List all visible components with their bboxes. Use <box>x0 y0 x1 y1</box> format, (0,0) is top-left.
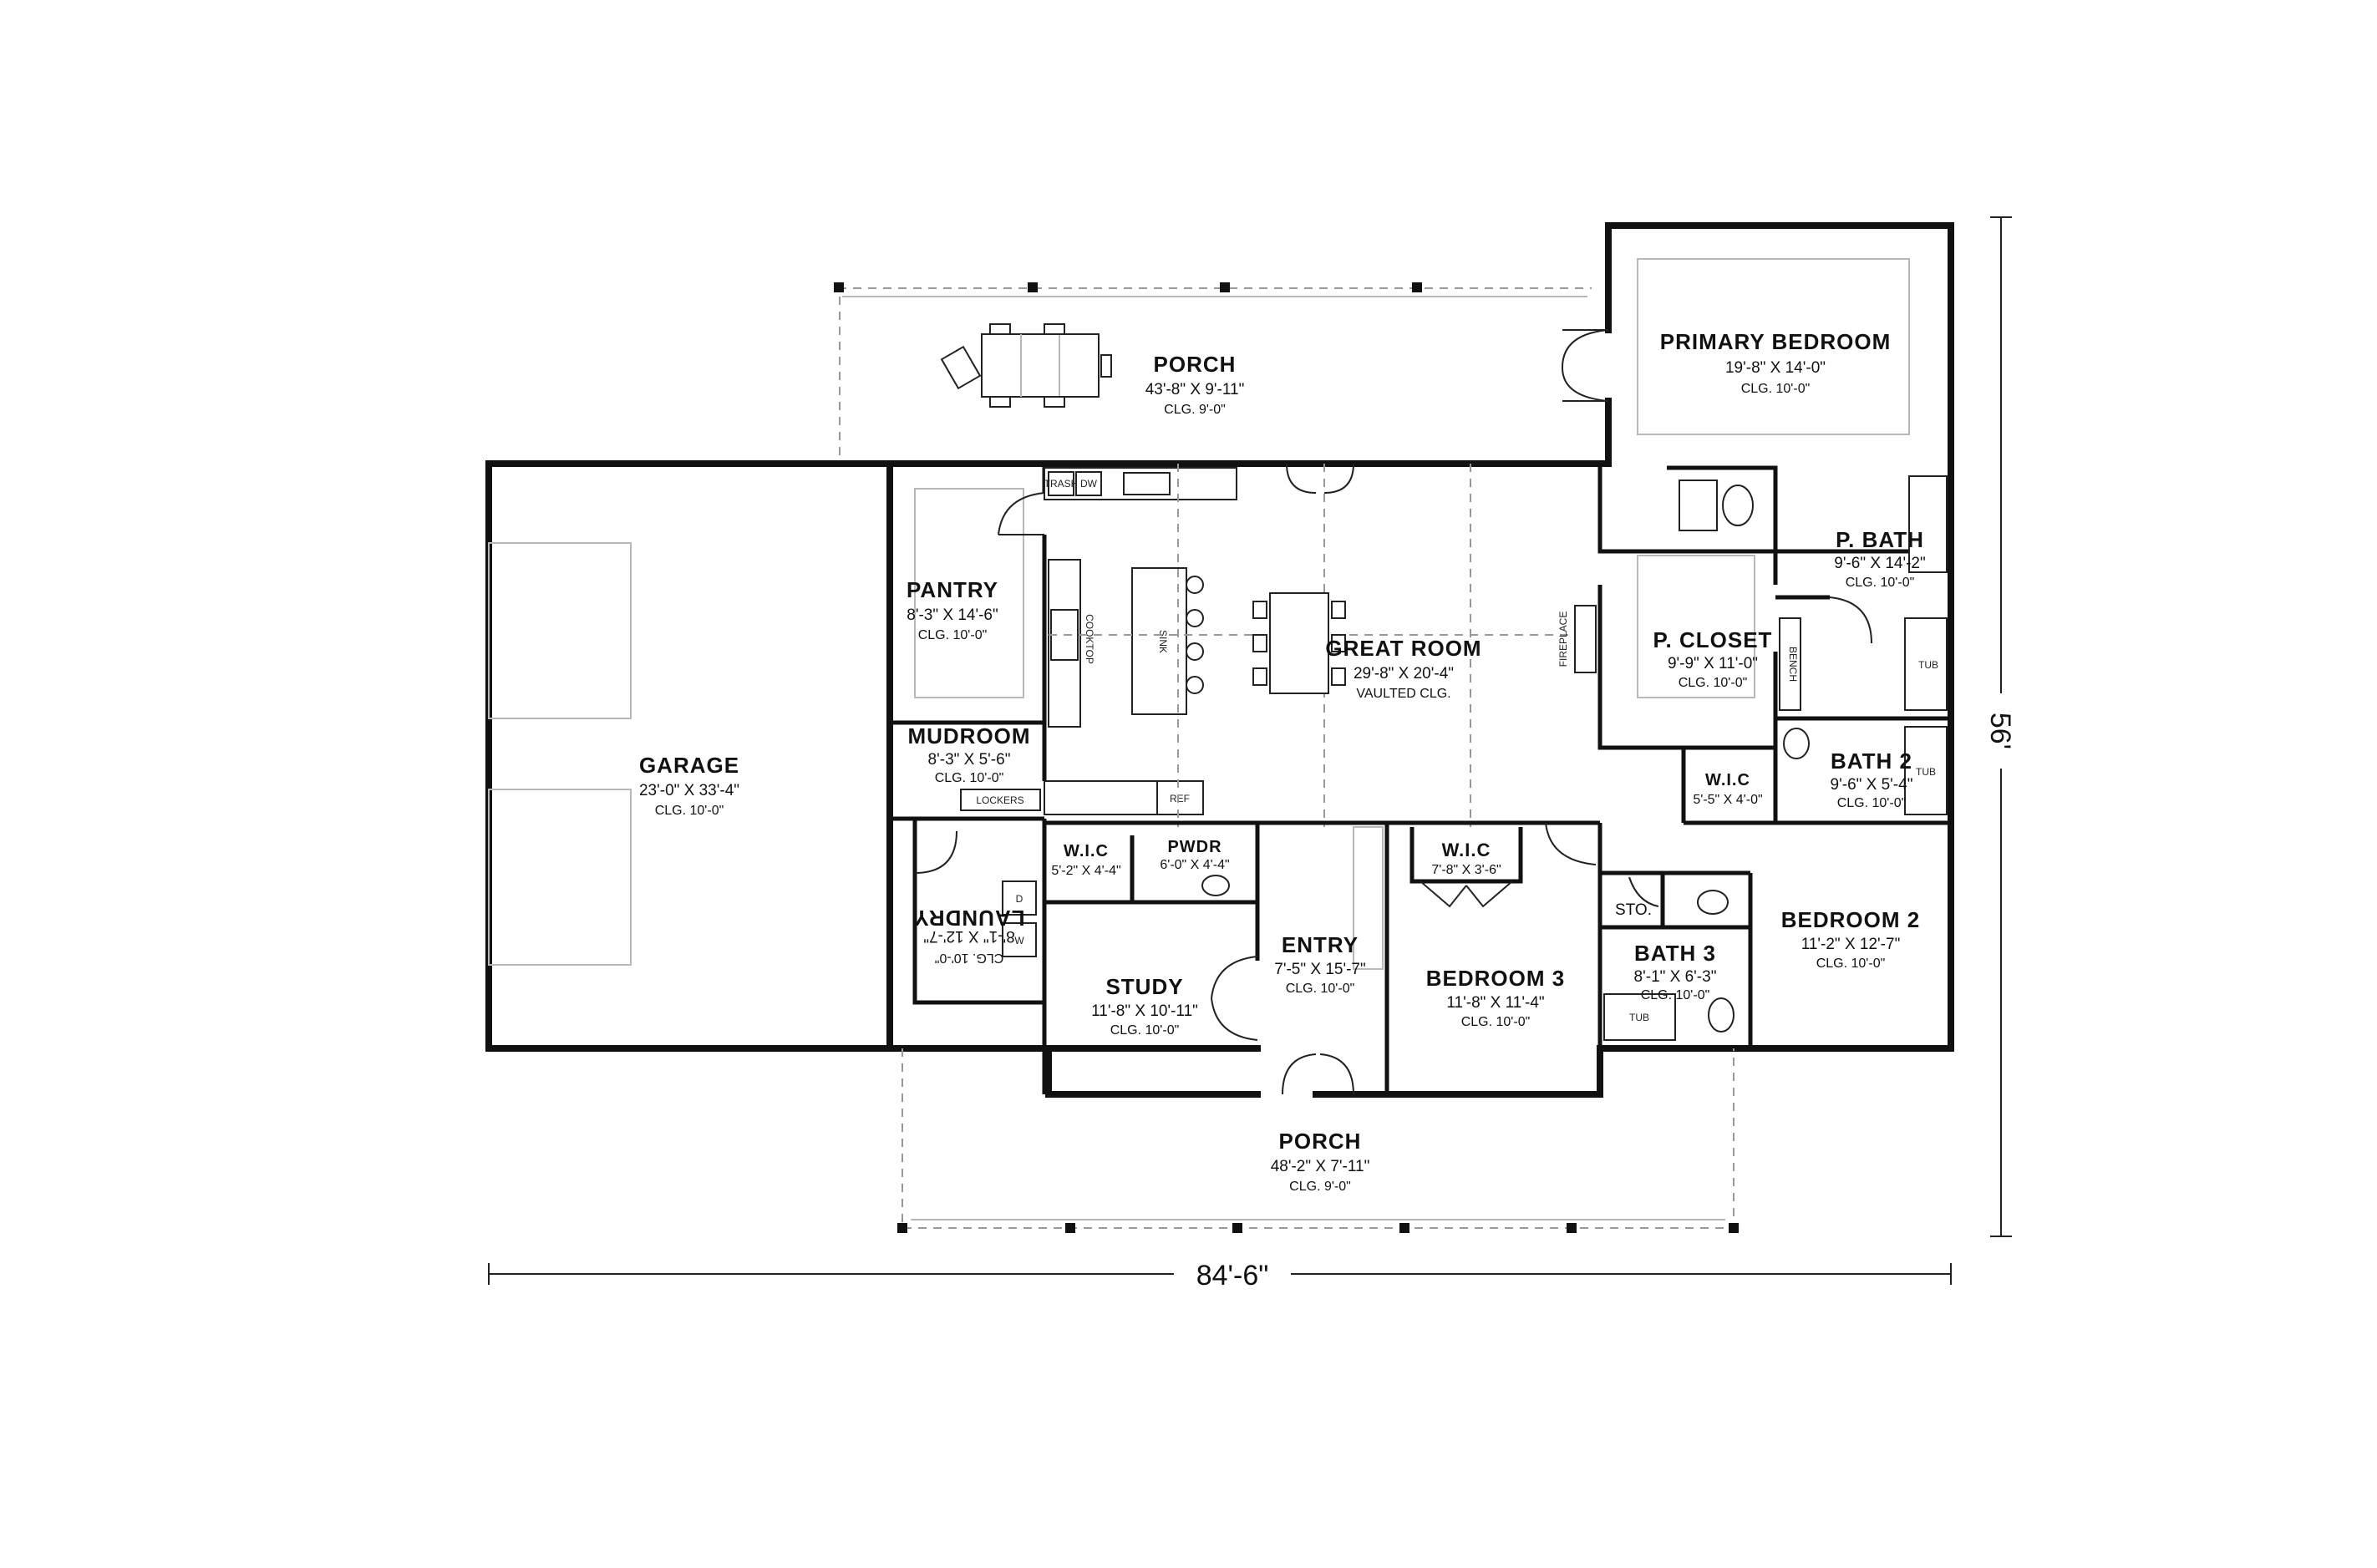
wic-bed3-name: W.I.C <box>1442 840 1491 860</box>
overall-depth-dimension: 56' <box>1984 216 2016 1237</box>
p-bath-name: P. BATH <box>1836 527 1924 552</box>
front-porch-dims: 48'-2" X 7'-11" <box>1271 1158 1370 1175</box>
sto-label: STO. <box>1615 901 1652 919</box>
entry: ENTRY 7'-5" X 15'-7" CLG. 10'-0" <box>1274 826 1384 1095</box>
cooktop-label: COOKTOP <box>1084 614 1095 664</box>
pwdr-dims: 6'-0" X 4'-4" <box>1160 858 1229 872</box>
tub-bath2-label: TUB <box>1916 766 1936 778</box>
garage-dims: 23'-0" X 33'-4" <box>639 782 739 799</box>
laundry: D W LAUNDRY 8'-1" X 12'-7" CLG. 10'-0" <box>912 819 1047 1005</box>
garage-clg: CLG. 10'-0" <box>655 804 724 818</box>
pantry-dims: 8'-3" X 14'-6" <box>907 606 998 624</box>
bedroom-2: BEDROOM 2 11'-2" X 12'-7" CLG. 10'-0" <box>1781 907 1920 971</box>
rear-porch-name: PORCH <box>1154 352 1237 377</box>
bedroom-3-name: BEDROOM 3 <box>1426 966 1565 991</box>
great-room-name: GREAT ROOM <box>1325 636 1481 661</box>
bedroom-2-name: BEDROOM 2 <box>1781 907 1920 932</box>
bench-label: BENCH <box>1787 647 1799 682</box>
dw-label: DW <box>1080 478 1098 490</box>
bedroom-3: W.I.C 7'-8" X 3'-6" BEDROOM 3 11'-8" X 1… <box>1409 827 1565 1029</box>
p-bath-dims: 9'-6" X 14'-2" <box>1834 555 1925 572</box>
entry-name: ENTRY <box>1282 932 1359 957</box>
p-closet-clg: CLG. 10'-0" <box>1679 676 1748 690</box>
rear-porch-dims: 43'-8" X 9'-11" <box>1145 381 1245 398</box>
p-bath-clg: CLG. 10'-0" <box>1846 576 1915 590</box>
tub-pbath-label: TUB <box>1918 659 1938 671</box>
wic-bed3-dims: 7'-8" X 3'-6" <box>1431 863 1501 877</box>
p-closet-dims: 9'-9" X 11'-0" <box>1668 655 1758 672</box>
wic-study-name: W.I.C <box>1064 842 1109 860</box>
great-room-clg: VAULTED CLG. <box>1356 687 1450 701</box>
mudroom: LOCKERS MUDROOM 8'-3" X 5'-6" CLG. 10'-0… <box>890 723 1047 821</box>
trash-label: TRASH <box>1044 478 1079 490</box>
bedroom-2-dims: 11'-2" X 12'-7" <box>1801 936 1901 953</box>
bath-2-dims: 9'-6" X 5'-4" <box>1831 776 1913 794</box>
lockers-label: LOCKERS <box>976 794 1023 806</box>
study-name: STUDY <box>1105 974 1183 999</box>
sink-label: SINK <box>1157 630 1169 653</box>
entry-dims: 7'-5" X 15'-7" <box>1274 961 1365 978</box>
overall-depth-label: 56' <box>1984 713 2016 749</box>
bedroom-3-clg: CLG. 10'-0" <box>1461 1015 1531 1029</box>
ref-label: REF <box>1170 793 1190 804</box>
tub-bath3-label: TUB <box>1629 1012 1649 1023</box>
mudroom-clg: CLG. 10'-0" <box>935 771 1004 785</box>
bath-3-clg: CLG. 10'-0" <box>1641 988 1710 1002</box>
study-clg: CLG. 10'-0" <box>1110 1023 1180 1038</box>
wic-bath2-dims: 5'-5" X 4'-0" <box>1693 793 1762 807</box>
washer-label: W <box>1014 935 1024 946</box>
primary-bedroom: PRIMARY BEDROOM 19'-8" X 14'-0" CLG. 10'… <box>1562 222 1954 471</box>
bath-3-dims: 8'-1" X 6'-3" <box>1634 968 1717 986</box>
front-porch-clg: CLG. 9'-0" <box>1289 1180 1351 1194</box>
front-porch: PORCH 48'-2" X 7'-11" CLG. 9'-0" <box>897 1048 1739 1233</box>
dryer-label: D <box>1016 893 1023 905</box>
south-wing-walls <box>1042 820 1753 1094</box>
primary-bedroom-dims: 19'-8" X 14'-0" <box>1725 359 1826 377</box>
laundry-clg: CLG. 10'-0" <box>935 951 1004 965</box>
pantry: PANTRY 8'-3" X 14'-6" CLG. 10'-0" <box>890 464 1047 725</box>
study: STUDY 11'-8" X 10'-11" CLG. 10'-0" W.I.C… <box>1044 835 1258 1041</box>
laundry-name: LAUNDRY <box>913 906 1024 931</box>
bath-3: STO. TUB BATH 3 8'-1" X 6'-3" CLG. 10'-0… <box>1545 822 1734 1041</box>
bedroom-3-dims: 11'-8" X 11'-4" <box>1446 994 1544 1012</box>
great-room: FIREPLACE GREAT ROOM 29'-8" X 20'-4" VAU… <box>1049 464 1597 827</box>
fireplace-label: FIREPLACE <box>1557 611 1569 667</box>
entry-clg: CLG. 10'-0" <box>1286 982 1355 996</box>
primary-closet: P. CLOSET 9'-9" X 11'-0" CLG. 10'-0" <box>1597 464 1778 750</box>
garage-name: GARAGE <box>639 753 739 778</box>
laundry-dims: 8'-1" X 12'-7" <box>923 927 1014 945</box>
pantry-name: PANTRY <box>907 577 998 602</box>
pwdr-name: PWDR <box>1167 838 1222 856</box>
study-dims: 11'-8" X 10'-11" <box>1091 1002 1198 1020</box>
garage: GARAGE 23'-0" X 33'-4" CLG. 10'-0" <box>488 542 739 966</box>
overall-width-label: 84'-6" <box>1196 1260 1269 1291</box>
mudroom-dims: 8'-3" X 5'-6" <box>928 751 1011 769</box>
bedroom-2-clg: CLG. 10'-0" <box>1816 957 1886 971</box>
front-porch-name: PORCH <box>1279 1129 1362 1154</box>
mudroom-name: MUDROOM <box>907 723 1030 748</box>
bath-2: TUB BATH 2 9'-6" X 5'-4" CLG. 10'-0" W.I… <box>1681 718 1951 825</box>
primary-bedroom-name: PRIMARY BEDROOM <box>1660 329 1891 354</box>
rear-porch: PORCH 43'-8" X 9'-11" CLG. 9'-0" <box>834 282 1592 455</box>
wic-study-dims: 5'-2" X 4'-4" <box>1051 864 1120 878</box>
great-room-dims: 29'-8" X 20'-4" <box>1354 665 1454 683</box>
primary-bedroom-clg: CLG. 10'-0" <box>1741 382 1811 396</box>
bath-3-name: BATH 3 <box>1634 941 1716 966</box>
bath-2-clg: CLG. 10'-0" <box>1837 796 1907 810</box>
outdoor-dining-table <box>940 323 1112 408</box>
wic-bath2-name: W.I.C <box>1705 771 1750 789</box>
overall-width-dimension: 84'-6" <box>488 1260 1952 1291</box>
primary-bath: TUB BENCH P. BATH 9'-6" X 14'-2" CLG. 10… <box>1667 465 1951 721</box>
rear-porch-clg: CLG. 9'-0" <box>1164 403 1226 417</box>
p-closet-name: P. CLOSET <box>1653 627 1773 652</box>
pantry-clg: CLG. 10'-0" <box>918 628 988 642</box>
bath-2-name: BATH 2 <box>1831 748 1912 774</box>
